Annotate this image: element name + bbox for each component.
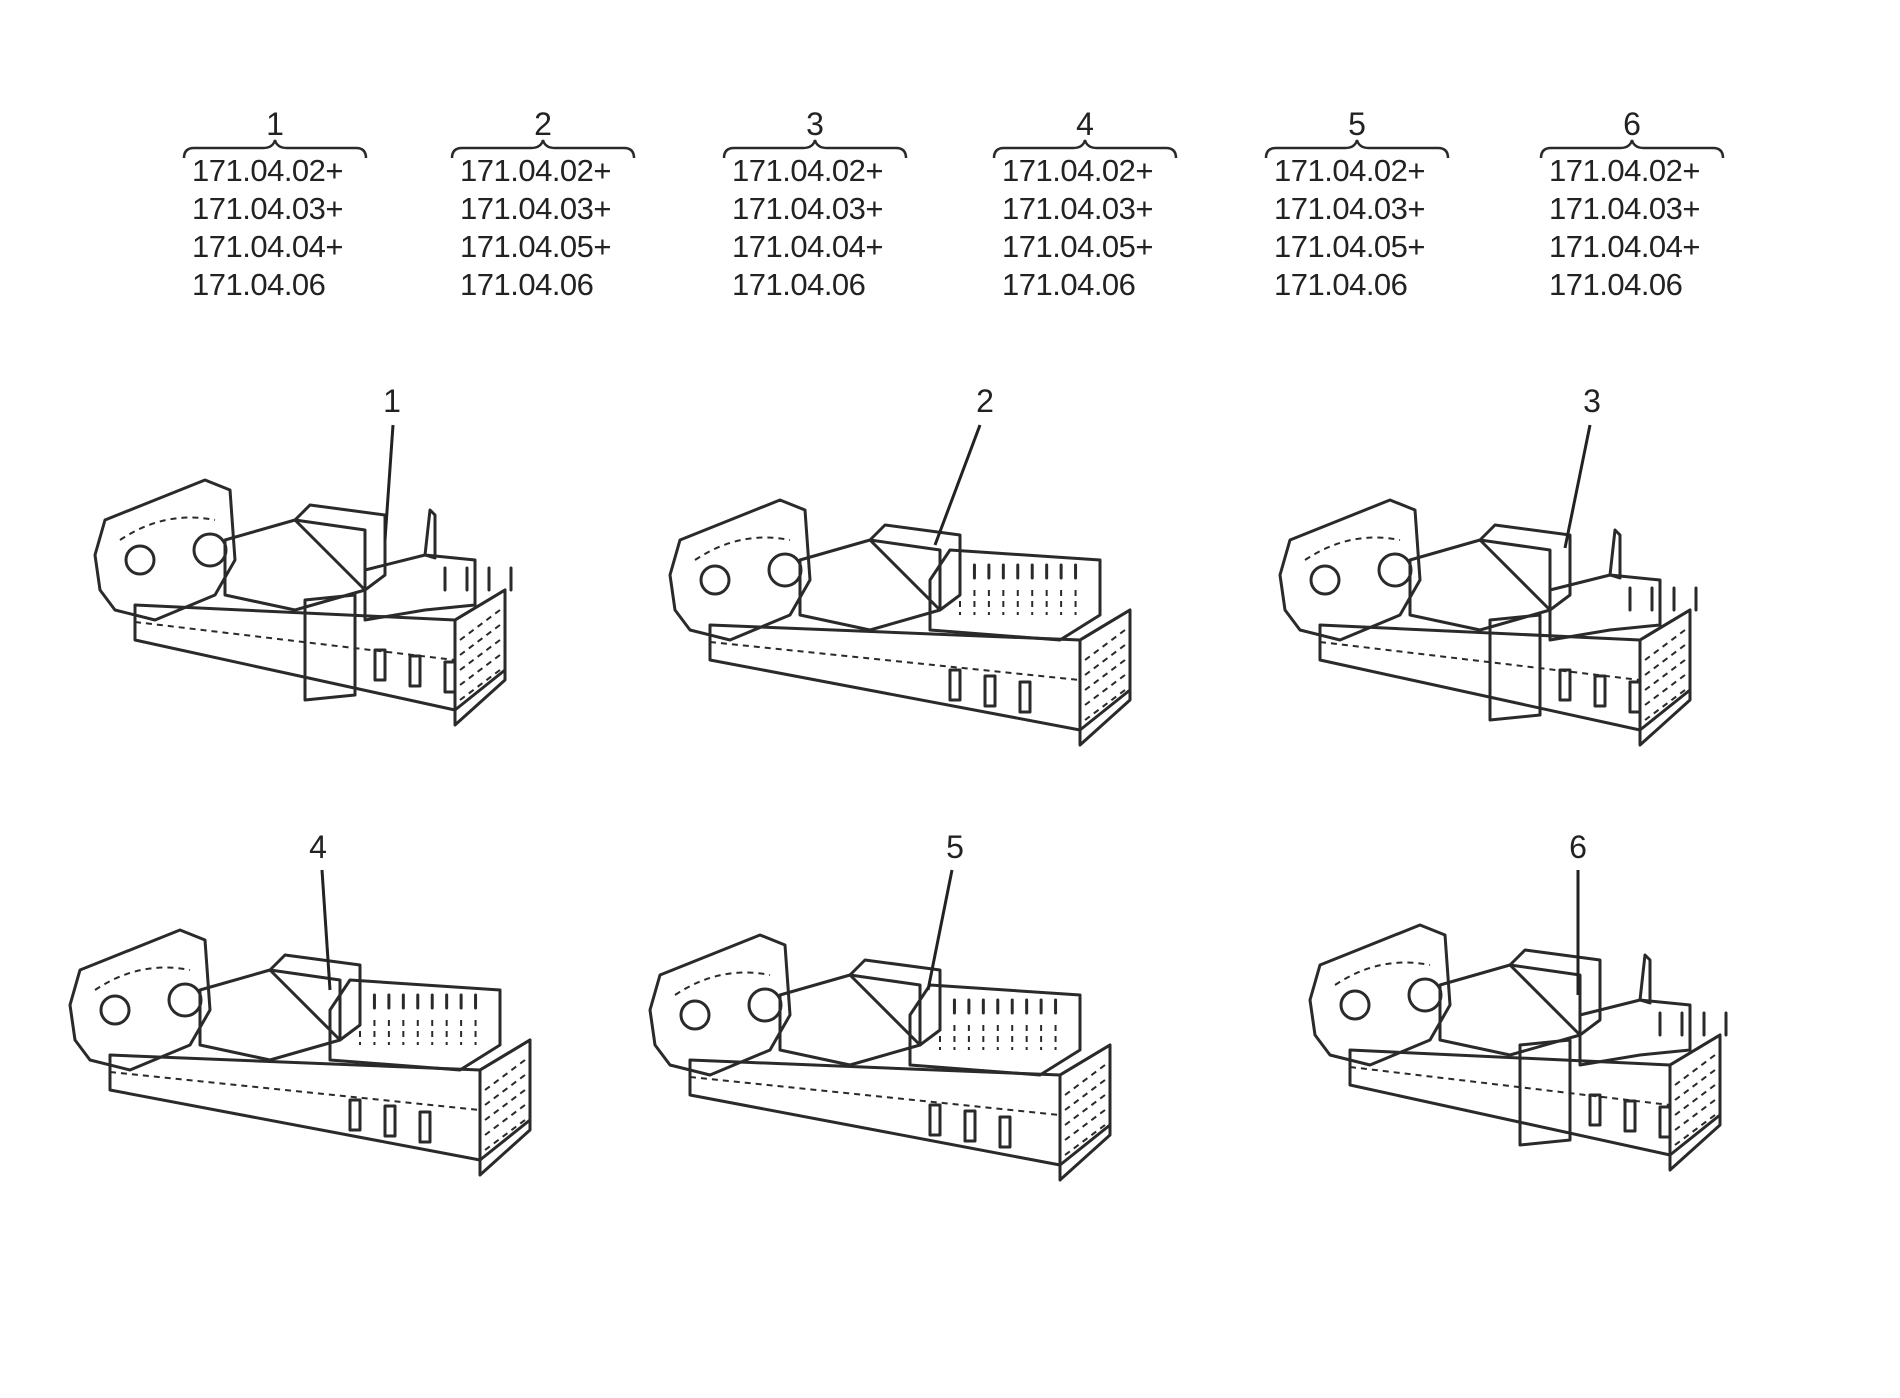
legend-code-list: 171.04.02+171.04.03+171.04.05+171.04.06 [460, 152, 612, 304]
part-code: 171.04.02+ [732, 153, 884, 188]
part-code: 171.04.03+ [1549, 191, 1701, 226]
legend-number: 4 [1076, 106, 1094, 142]
chassis-variant-3: 3 [1278, 383, 1698, 747]
part-code: 171.04.04+ [732, 229, 884, 264]
part-code: 171.04.06 [1274, 267, 1408, 302]
part-code: 171.04.05+ [460, 229, 612, 264]
callout-number: 2 [976, 383, 994, 419]
part-code: 171.04.05+ [1274, 229, 1426, 264]
part-code: 171.04.06 [460, 267, 594, 302]
leader-line [320, 869, 332, 991]
callout-number: 1 [383, 383, 401, 419]
legend-code-list: 171.04.02+171.04.03+171.04.04+171.04.06 [732, 152, 884, 304]
chassis-variant-4: 4 [68, 829, 532, 1177]
legend-brace [722, 139, 908, 159]
callout-number: 5 [946, 829, 964, 865]
legend-number: 3 [806, 106, 824, 142]
chassis-variant-6: 6 [1308, 829, 1728, 1172]
chassis-variant-5: 5 [648, 829, 1112, 1182]
legend-code-list: 171.04.02+171.04.03+171.04.04+171.04.06 [192, 152, 344, 304]
legend-code-list: 171.04.02+171.04.03+171.04.04+171.04.06 [1549, 152, 1701, 304]
callout-number: 4 [309, 829, 327, 865]
part-code: 171.04.06 [1549, 267, 1683, 302]
part-code: 171.04.06 [1002, 267, 1136, 302]
part-code: 171.04.02+ [460, 153, 612, 188]
part-code: 171.04.03+ [732, 191, 884, 226]
legend-brace [992, 139, 1178, 159]
chassis-variant-2: 2 [668, 383, 1132, 747]
chassis-variant-1: 1 [93, 383, 513, 727]
legend-number: 2 [534, 106, 552, 142]
part-code: 171.04.06 [192, 267, 326, 302]
legend-brace [450, 139, 636, 159]
legend-code-list: 171.04.02+171.04.03+171.04.05+171.04.06 [1002, 152, 1154, 304]
legend-number: 1 [266, 106, 284, 142]
part-code: 171.04.03+ [1002, 191, 1154, 226]
part-code: 171.04.05+ [1002, 229, 1154, 264]
leader-line [383, 424, 395, 541]
part-code: 171.04.06 [732, 267, 866, 302]
leader-line [933, 424, 982, 546]
legend-code-list: 171.04.02+171.04.03+171.04.05+171.04.06 [1274, 152, 1426, 304]
part-code: 171.04.04+ [192, 229, 344, 264]
legend-brace [1264, 139, 1450, 159]
legend-brace [1539, 139, 1725, 159]
part-code: 171.04.02+ [1549, 153, 1701, 188]
legend-brace [182, 139, 368, 159]
legend-number: 5 [1348, 106, 1366, 142]
part-code: 171.04.03+ [460, 191, 612, 226]
part-code: 171.04.02+ [192, 153, 344, 188]
part-code: 171.04.04+ [1549, 229, 1701, 264]
part-code: 171.04.02+ [1274, 153, 1426, 188]
leader-line [1563, 424, 1592, 549]
legend-number: 6 [1623, 106, 1641, 142]
part-code: 171.04.02+ [1002, 153, 1154, 188]
callout-number: 3 [1583, 383, 1601, 419]
leader-line [926, 869, 954, 991]
part-code: 171.04.03+ [1274, 191, 1426, 226]
part-code: 171.04.03+ [192, 191, 344, 226]
callout-number: 6 [1569, 829, 1587, 865]
